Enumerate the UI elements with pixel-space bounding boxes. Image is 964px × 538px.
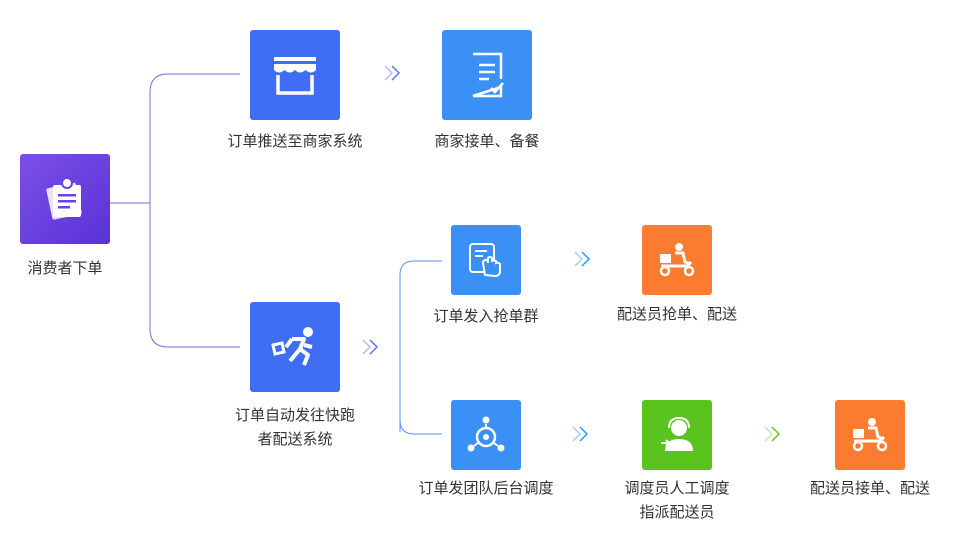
checklist-icon: [472, 52, 504, 98]
connector-bottom-branch: [149, 203, 240, 348]
storefront-icon: [274, 57, 316, 95]
notes-icon: [46, 177, 82, 220]
auto-dispatch-node: [250, 302, 340, 392]
dispatch-hub-icon: [467, 416, 505, 452]
chevron-right-icon: [362, 339, 379, 355]
rider-grab-label: 配送员抢单、配送: [616, 306, 737, 323]
consumer-label: 消费者下单: [27, 260, 103, 277]
runner-icon: [271, 327, 313, 366]
grab-group-label: 订单发入抢单群: [433, 308, 539, 325]
manual-assign-label-line1: 调度员人工调度: [624, 480, 730, 497]
manual-assign-node: [642, 400, 712, 470]
rider-grab-node: [642, 225, 712, 295]
manual-assign-label-line2: 指派配送员: [639, 504, 715, 521]
consumer-node: [20, 154, 110, 244]
delivery-scooter-icon: [659, 243, 695, 277]
rider-accept-node: [835, 400, 905, 470]
auto-dispatch-label-line2: 者配送系统: [257, 431, 333, 448]
tap-hand-icon: [469, 243, 501, 278]
chevron-right-icon: [764, 426, 781, 442]
connector-top-branch: [149, 73, 240, 203]
rider-accept-label: 配送员接单、配送: [809, 480, 930, 497]
connector-team-branch: [399, 419, 442, 435]
grab-group-node: [451, 225, 521, 295]
push-merchant-label: 订单推送至商家系统: [227, 133, 363, 150]
chevron-right-icon: [572, 426, 589, 442]
chevron-right-icon: [384, 65, 401, 81]
team-backend-label: 订单发团队后台调度: [418, 480, 554, 497]
merchant-accept-node: [442, 30, 532, 120]
headset-agent-icon: [661, 416, 693, 451]
push-merchant-node: [250, 30, 340, 120]
auto-dispatch-label-line1: 订单自动发往快跑: [234, 407, 355, 424]
chevron-right-icon: [574, 251, 591, 267]
connector-grab-branch: [399, 260, 442, 432]
merchant-accept-label: 商家接单、备餐: [434, 133, 540, 150]
delivery-scooter-icon: [852, 418, 888, 452]
team-backend-node: [451, 400, 521, 470]
